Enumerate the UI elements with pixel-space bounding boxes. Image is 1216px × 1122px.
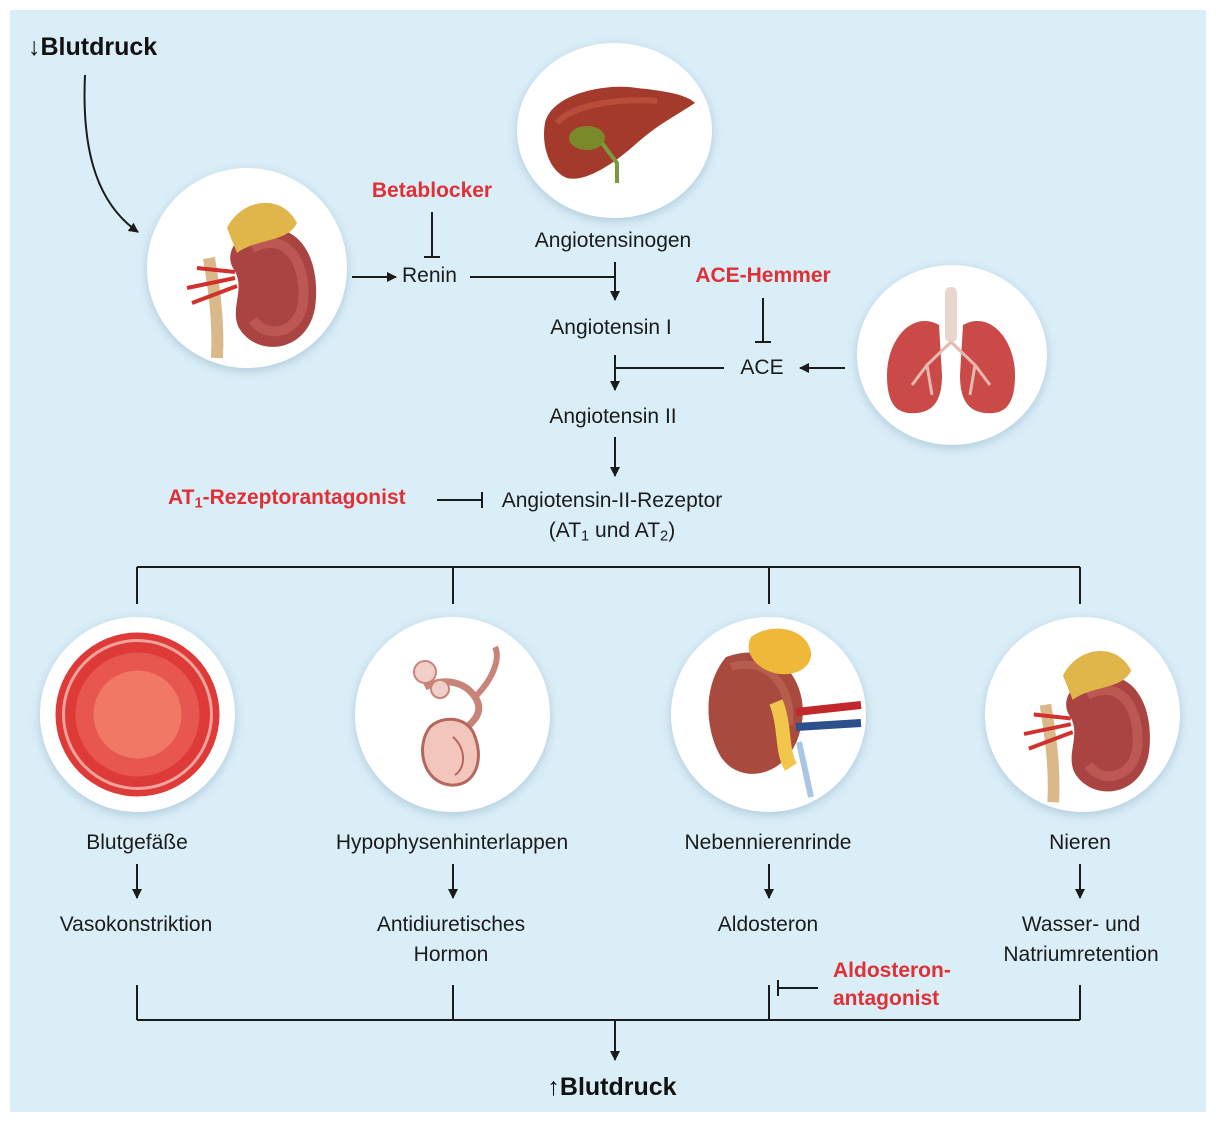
organ-name-vessels: Blutgefäße <box>86 830 188 856</box>
angiotensin-2-label: Angiotensin II <box>549 404 676 430</box>
bottom-blutdruck-label: Blutdruck <box>560 1073 677 1101</box>
effect-retention-line2: Natriumretention <box>1003 942 1158 968</box>
arrow-up-icon: ↑ <box>547 1073 560 1101</box>
renin-label: Renin <box>402 263 457 289</box>
liver-circle <box>517 43 712 218</box>
top-title: ↓Blutdruck <box>28 32 157 63</box>
kidney-bottom-circle <box>985 617 1180 812</box>
aldosteron-antagonist-line1: Aldosteron- <box>833 958 951 984</box>
effect-aldosterone: Aldosteron <box>718 912 818 938</box>
arrow-down-icon: ↓ <box>28 33 41 61</box>
adrenal-gland-icon <box>671 617 866 812</box>
lungs-icon <box>857 265 1047 445</box>
betablocker-label: Betablocker <box>372 178 492 204</box>
effect-adh-line2: Hormon <box>414 942 489 968</box>
organ-name-pituitary: Hypophysenhinterlappen <box>336 830 568 856</box>
organ-name-adrenal: Nebennierenrinde <box>685 830 852 856</box>
aldosteron-antagonist-line2: antagonist <box>833 986 939 1012</box>
receptor-subtypes-label: (AT1 und AT2) <box>549 518 675 544</box>
pituitary-circle <box>355 617 550 812</box>
angiotensin-1-label: Angiotensin I <box>550 315 671 341</box>
top-blutdruck-label: Blutdruck <box>41 33 158 61</box>
lungs-circle <box>857 265 1047 445</box>
bottom-title: ↑Blutdruck <box>547 1072 676 1103</box>
kidney-icon <box>147 168 347 368</box>
kidney-top-circle <box>147 168 347 368</box>
at1-antagonist-label: AT1-Rezeptorantagonist <box>168 485 406 511</box>
effect-adh-line1: Antidiuretisches <box>377 912 525 938</box>
effect-vasoconstriction: Vasokonstriktion <box>60 912 213 938</box>
organ-name-kidneys: Nieren <box>1049 830 1111 856</box>
angiotensinogen-label: Angiotensinogen <box>535 228 691 254</box>
adrenal-circle <box>671 617 866 812</box>
ace-hemmer-label: ACE-Hemmer <box>695 263 830 289</box>
pituitary-icon <box>355 617 550 812</box>
receptor-label: Angiotensin-II-Rezeptor <box>502 488 723 514</box>
kidney-icon <box>985 617 1180 812</box>
blood-vessel-icon <box>40 617 235 812</box>
vessel-circle <box>40 617 235 812</box>
liver-icon <box>517 43 712 218</box>
effect-retention-line1: Wasser- und <box>1022 912 1140 938</box>
ace-label: ACE <box>740 355 783 381</box>
